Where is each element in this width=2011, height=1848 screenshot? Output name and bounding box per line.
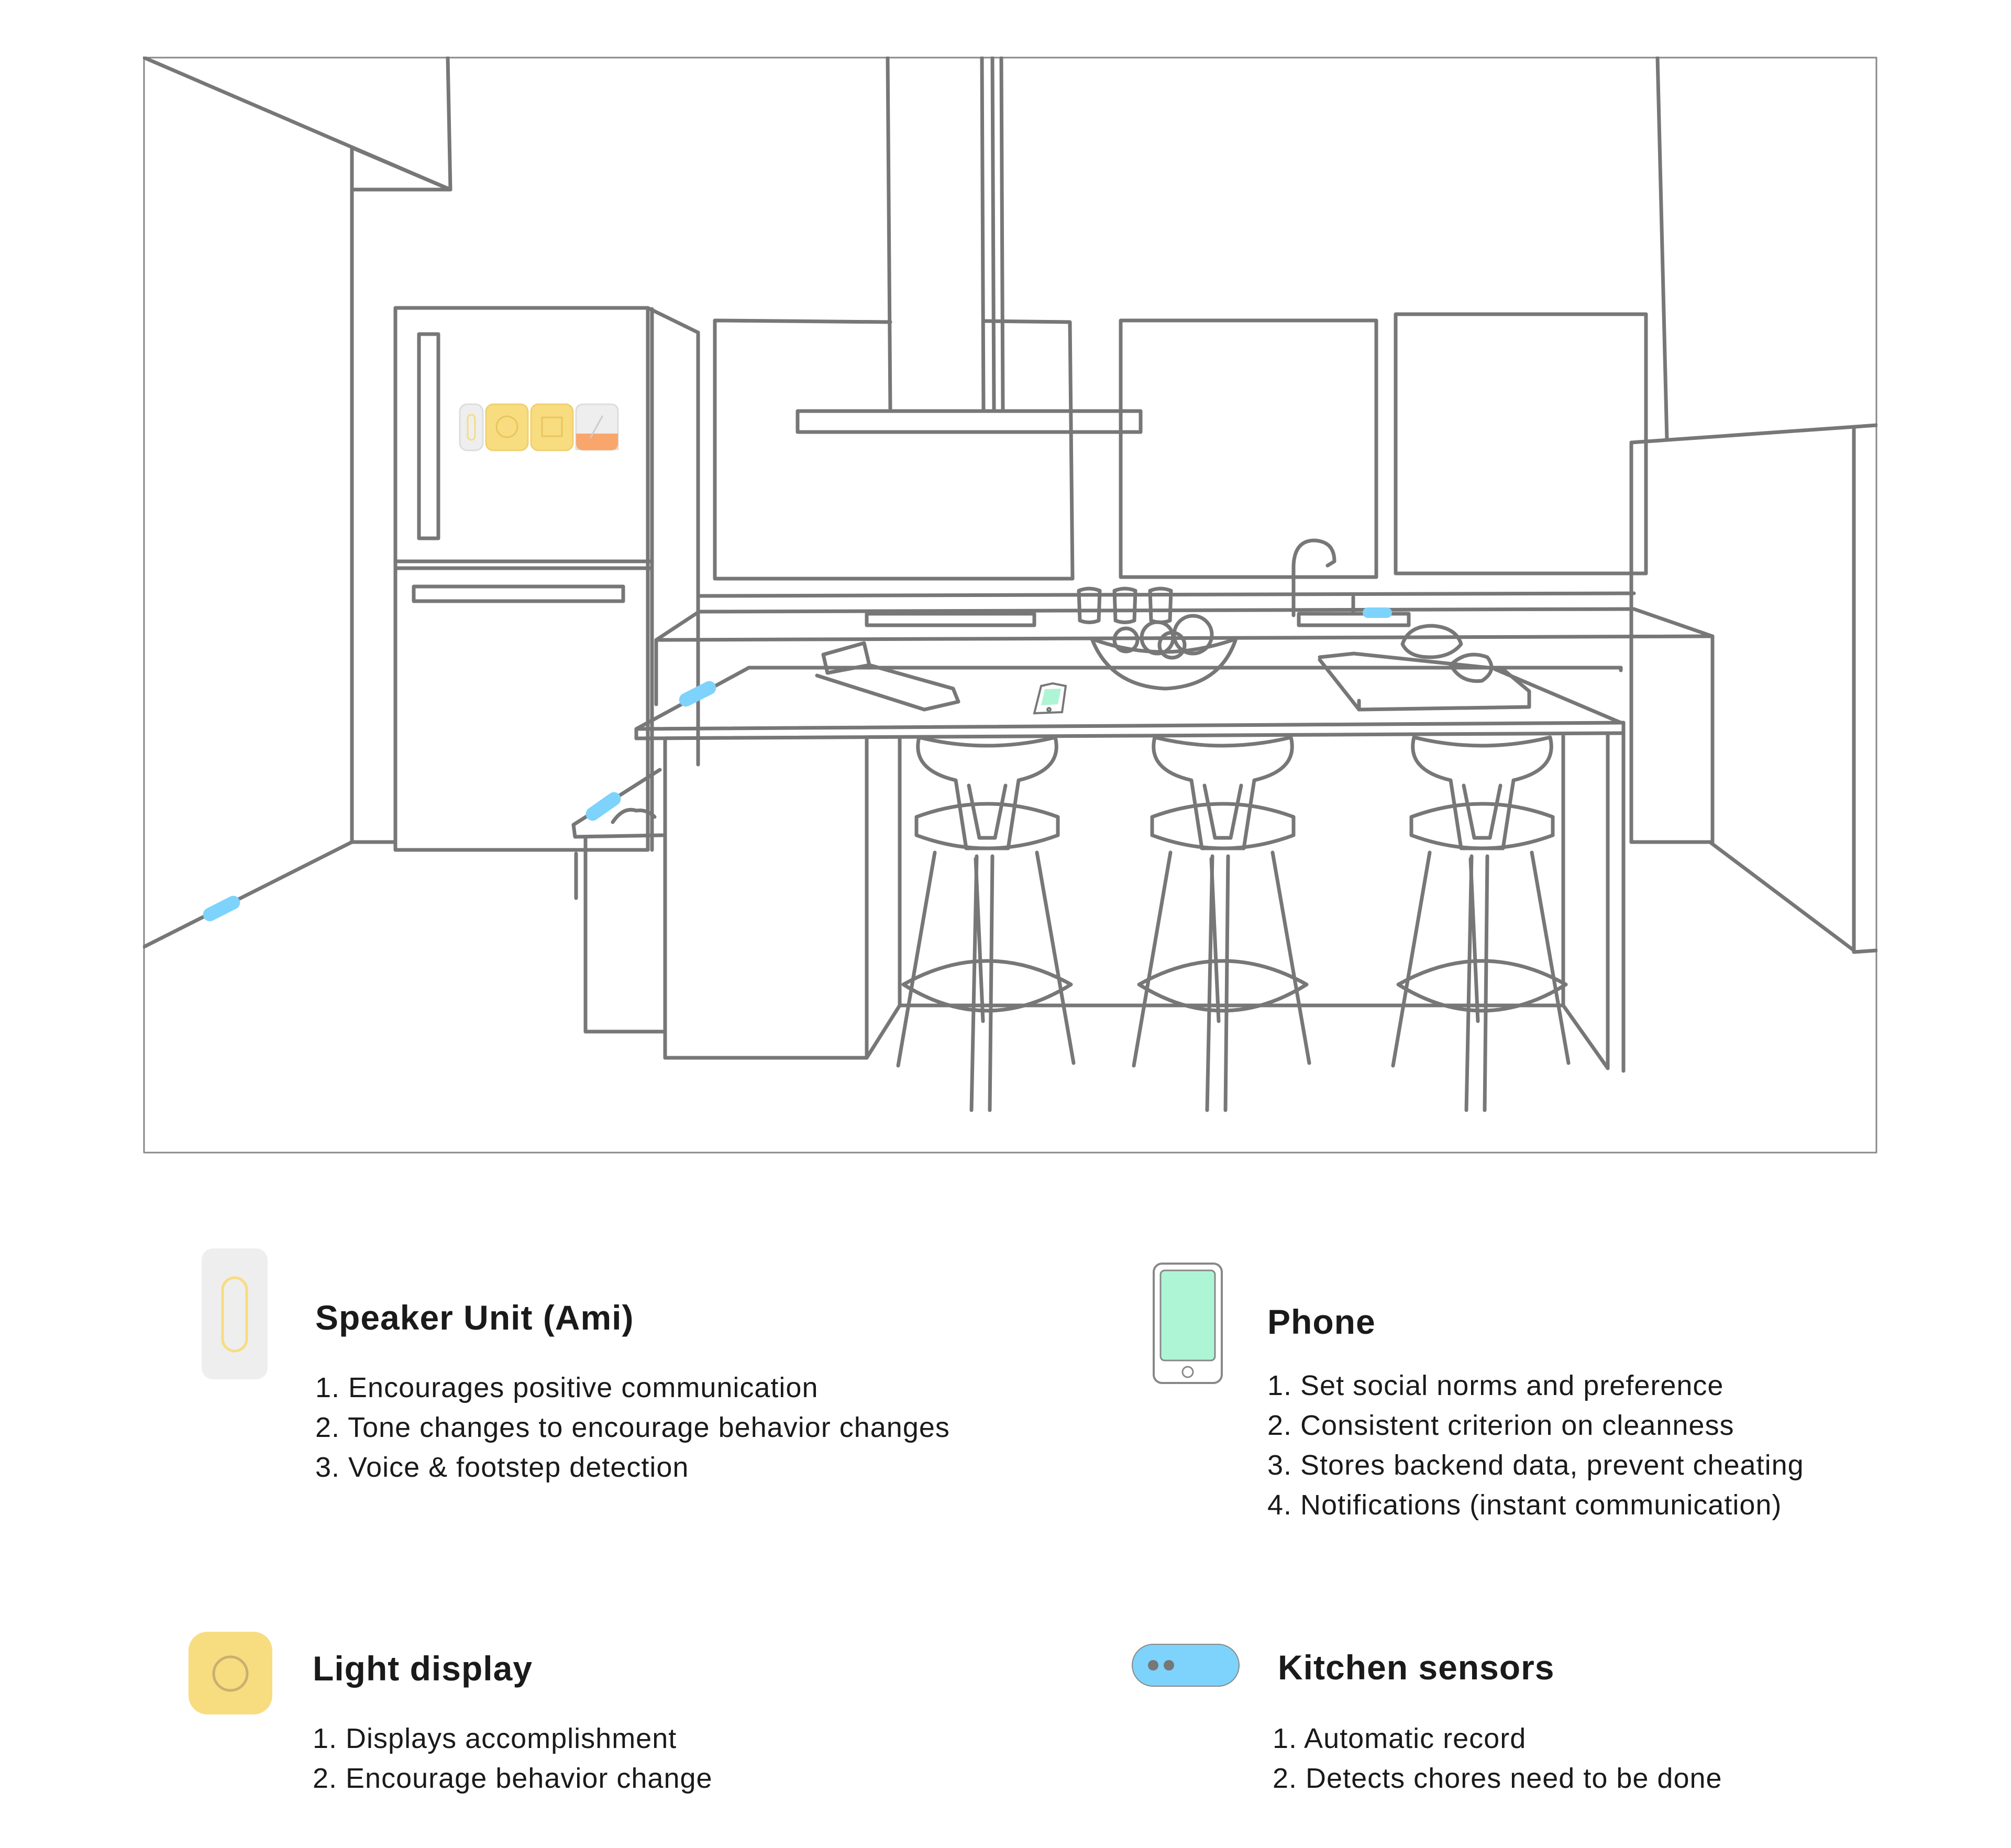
list-item: 2. Encourage behavior change	[313, 1763, 713, 1794]
phone-icon	[1153, 1263, 1223, 1384]
fruit-bowl	[1090, 614, 1238, 691]
list-item: 1. Automatic record	[1273, 1723, 1527, 1754]
left-wall	[143, 57, 452, 949]
legend-list-light: 1. Displays accomplishment 2. Encourage …	[313, 1719, 713, 1798]
island-phone	[1033, 682, 1067, 715]
legend-title-light: Light display	[313, 1649, 533, 1688]
refrigerator	[393, 306, 700, 852]
list-item: 3. Voice & footstep detection	[315, 1452, 689, 1483]
cutting-board-right	[1318, 624, 1531, 712]
bar-stool	[1391, 735, 1571, 1112]
legend-title-speaker: Speaker Unit (Ami)	[315, 1298, 634, 1337]
list-item: 1. Encourages positive communication	[315, 1372, 819, 1403]
list-item: 4. Notifications (instant communication)	[1267, 1489, 1782, 1521]
faucet	[1291, 538, 1355, 617]
range-hood	[795, 57, 1143, 434]
kitchen-sensor-icon	[1132, 1644, 1240, 1687]
legend-title-phone: Phone	[1267, 1302, 1376, 1341]
bar-stool	[896, 735, 1076, 1112]
light-display-icon	[189, 1632, 272, 1714]
bar-stool	[1132, 735, 1311, 1112]
cutting-board-left	[815, 641, 960, 712]
scene-frame	[143, 57, 1877, 1154]
kitchen-island	[634, 666, 1626, 1073]
right-wall	[1629, 57, 1877, 954]
legend-list-speaker: 1. Encourages positive communication 2. …	[315, 1368, 950, 1487]
windows	[697, 312, 1648, 614]
speaker-unit-icon	[202, 1248, 268, 1379]
list-item: 1. Set social norms and preference	[1267, 1370, 1724, 1401]
list-item: 3. Stores backend data, prevent cheating	[1267, 1449, 1804, 1481]
list-item: 2. Detects chores need to be done	[1273, 1763, 1722, 1794]
legend-list-phone: 1. Set social norms and preference 2. Co…	[1267, 1366, 1804, 1525]
list-item: 2. Consistent criterion on cleanness	[1267, 1410, 1734, 1441]
list-item: 1. Displays accomplishment	[313, 1723, 677, 1754]
fridge-light-display	[459, 403, 619, 451]
scene-sensors	[203, 607, 1392, 922]
legend-title-sensors: Kitchen sensors	[1278, 1648, 1555, 1687]
list-item: 2. Tone changes to encourage behavior ch…	[315, 1412, 950, 1443]
legend-list-sensors: 1. Automatic record 2. Detects chores ne…	[1273, 1719, 1722, 1798]
kitchen-scene-illustration	[143, 57, 1877, 1154]
